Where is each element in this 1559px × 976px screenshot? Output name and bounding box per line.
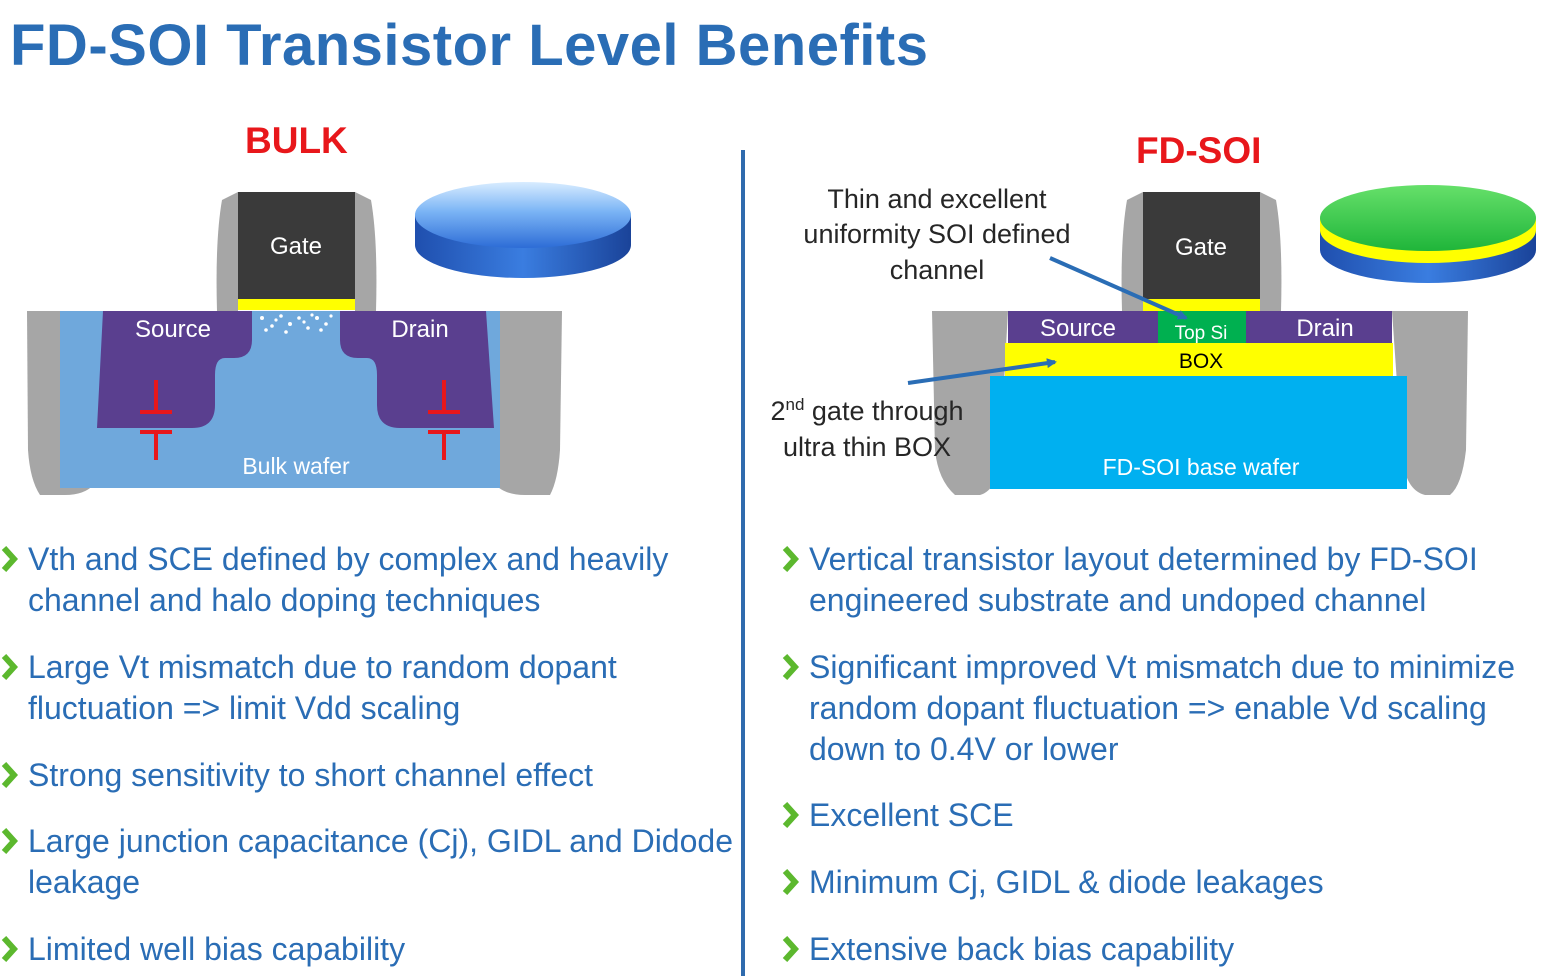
bulk-bullet-1: Vth and SCE defined by complex and heavi… xyxy=(0,539,735,621)
sti-left-fdsoi xyxy=(932,311,1008,495)
bulk-bullet-1-text: Vth and SCE defined by complex and heavi… xyxy=(28,541,669,618)
fdsoi-bullet-5: Extensive back bias capability xyxy=(781,929,1541,970)
bulk-bullet-3: Strong sensitivity to short channel effe… xyxy=(0,755,735,796)
bulk-bullet-list: Vth and SCE defined by complex and heavi… xyxy=(0,539,735,970)
chevron-bullet-icon xyxy=(782,802,799,828)
drain-label-fdsoi: Drain xyxy=(1296,315,1353,342)
bulk-bullet-2: Large Vt mismatch due to random dopant f… xyxy=(0,647,735,729)
fdsoi-bullet-1: Vertical transistor layout determined by… xyxy=(781,539,1541,621)
gate-oxide-fdsoi xyxy=(1143,299,1260,311)
callout-gate-arrow xyxy=(907,358,1057,385)
bulk-wafer-disc-icon xyxy=(415,182,631,278)
callout-gate-line1: 2nd gate through xyxy=(770,395,963,426)
chevron-bullet-icon xyxy=(1,936,18,962)
gate-block-bulk xyxy=(238,192,355,299)
drain-region-fdsoi xyxy=(1246,311,1392,343)
fdsoi-bullet-list: Vertical transistor layout determined by… xyxy=(781,539,1541,970)
gate-block-fdsoi xyxy=(1143,192,1260,299)
chevron-bullet-icon xyxy=(1,762,18,788)
box-layer xyxy=(1005,343,1393,376)
callout-channel-arrow xyxy=(1049,256,1188,320)
fdsoi-base-wafer-region xyxy=(990,376,1407,489)
spacer-left-fdsoi xyxy=(1121,192,1143,311)
column-divider xyxy=(741,150,745,976)
junction-capacitor-right xyxy=(428,380,460,460)
fdsoi-bullet-3: Excellent SCE xyxy=(781,795,1541,836)
spacer-left-bulk xyxy=(216,192,238,311)
fdsoi-bullet-5-text: Extensive back bias capability xyxy=(809,931,1235,967)
chevron-bullet-icon xyxy=(782,936,799,962)
box-label: BOX xyxy=(1179,350,1223,373)
fdsoi-bullet-2-text: Significant improved Vt mismatch due to … xyxy=(809,649,1516,767)
fdsoi-bullet-4: Minimum Cj, GIDL & diode leakages xyxy=(781,862,1541,903)
sti-right-bulk xyxy=(486,311,562,495)
bulk-transistor-diagram: Gate Source Drain Bulk wafer xyxy=(27,182,631,495)
wafer-label-fdsoi: FD-SOI base wafer xyxy=(1103,454,1300,480)
wafer-label-bulk: Bulk wafer xyxy=(242,453,350,479)
drain-region-bulk xyxy=(340,311,494,428)
fdsoi-bullet-3-text: Excellent SCE xyxy=(809,797,1014,833)
fdsoi-heading: FD-SOI xyxy=(1136,130,1262,171)
top-si-label: Top Si xyxy=(1175,323,1228,344)
spacer-right-fdsoi xyxy=(1260,192,1282,311)
bulk-bullet-5-text: Limited well bias capability xyxy=(28,931,406,967)
fdsoi-bullet-4-text: Minimum Cj, GIDL & diode leakages xyxy=(809,864,1324,900)
gate-label-fdsoi: Gate xyxy=(1175,234,1227,261)
bulk-bullet-2-text: Large Vt mismatch due to random dopant f… xyxy=(28,649,617,726)
chevron-bullet-icon xyxy=(1,828,18,854)
sti-right-fdsoi xyxy=(1392,311,1468,495)
chevron-bullet-icon xyxy=(1,654,18,680)
fdsoi-wafer-disc-icon xyxy=(1320,185,1536,283)
source-region-bulk xyxy=(97,311,252,428)
chevron-bullet-icon xyxy=(1,546,18,572)
dopant-dots xyxy=(260,313,333,334)
fdsoi-bullet-1-text: Vertical transistor layout determined by… xyxy=(809,541,1478,618)
chevron-bullet-icon xyxy=(782,654,799,680)
source-region-fdsoi xyxy=(1008,311,1158,343)
fdsoi-bullet-2: Significant improved Vt mismatch due to … xyxy=(781,647,1541,770)
bulk-bullet-3-text: Strong sensitivity to short channel effe… xyxy=(28,757,594,793)
bulk-bullet-5: Limited well bias capability xyxy=(0,929,735,970)
fdsoi-transistor-diagram: Gate Source Top Si Drain BOX FD-SOI base… xyxy=(770,184,1536,495)
source-label-fdsoi: Source xyxy=(1040,315,1116,342)
slide-title: FD-SOI Transistor Level Benefits xyxy=(10,13,929,78)
gate-label-bulk: Gate xyxy=(270,233,322,260)
spacer-right-bulk xyxy=(355,192,377,311)
callout-channel-line2: uniformity SOI defined xyxy=(803,219,1070,249)
drain-label-bulk: Drain xyxy=(391,316,448,343)
junction-capacitor-left xyxy=(140,380,172,460)
callout-channel-line3: channel xyxy=(890,255,985,285)
gate-oxide-bulk xyxy=(238,299,355,310)
bulk-bullet-4-text: Large junction capacitance (Cj), GIDL an… xyxy=(28,823,733,900)
top-si-region xyxy=(1158,311,1246,343)
source-label-bulk: Source xyxy=(135,316,211,343)
bulk-heading: BULK xyxy=(245,120,348,161)
callout-channel-line1: Thin and excellent xyxy=(827,184,1047,214)
callout-gate-line2: ultra thin BOX xyxy=(783,432,951,462)
bulk-bullet-4: Large junction capacitance (Cj), GIDL an… xyxy=(0,821,735,903)
chevron-bullet-icon xyxy=(782,546,799,572)
chevron-bullet-icon xyxy=(782,869,799,895)
